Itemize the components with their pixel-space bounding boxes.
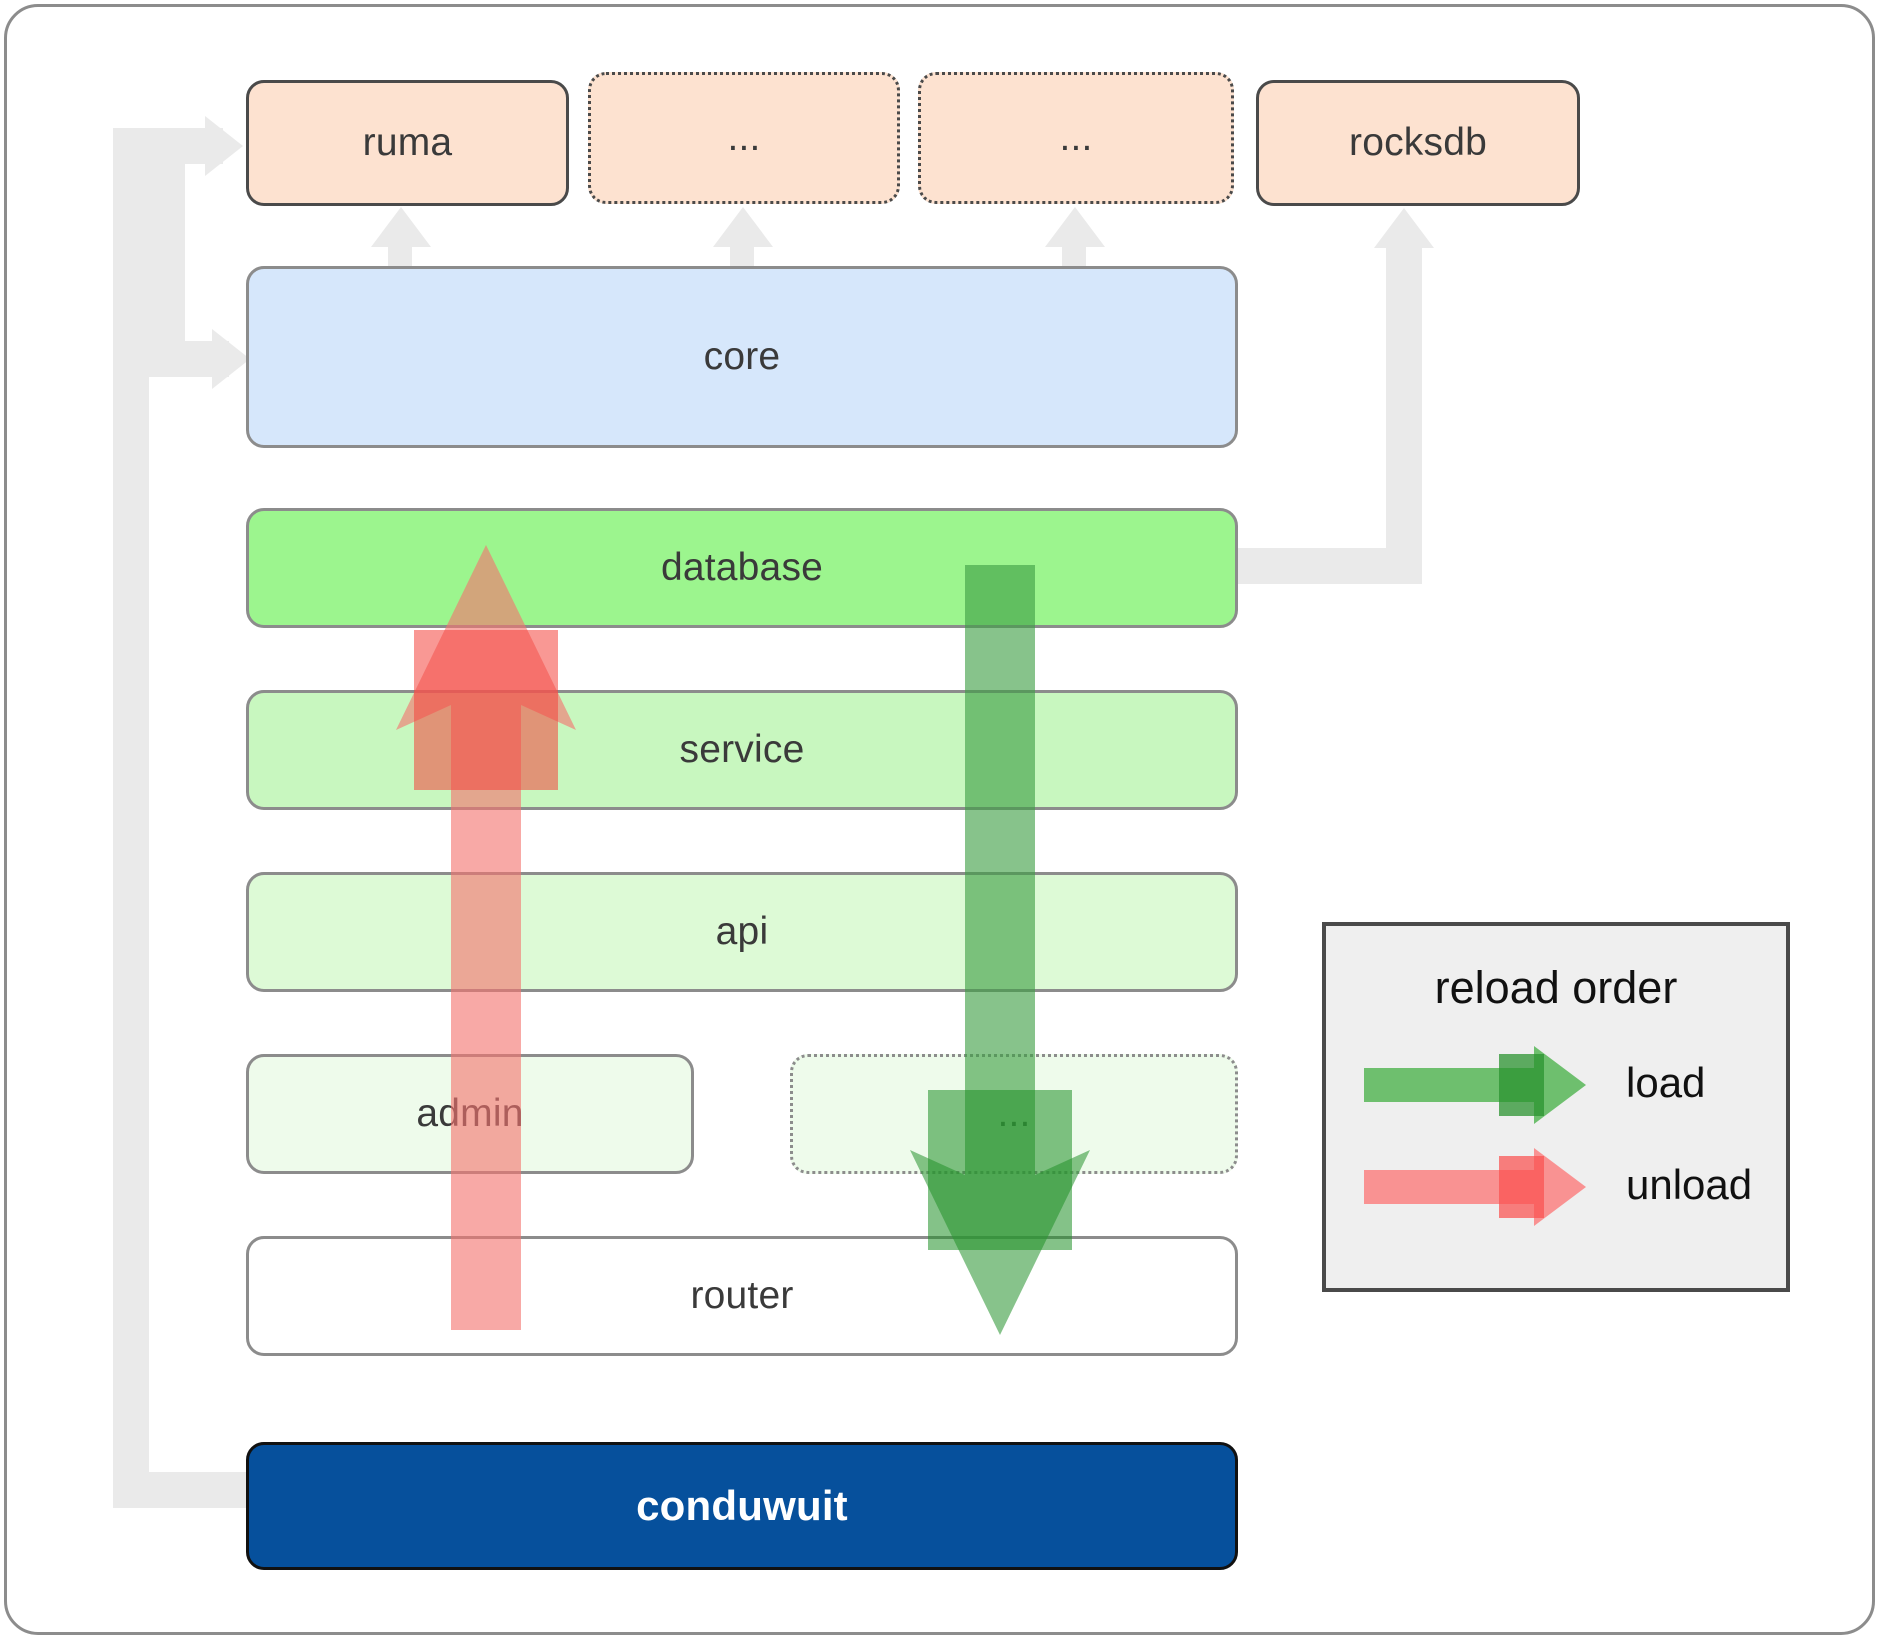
dependency-label: ... <box>1059 116 1093 159</box>
unload-arrow-notch <box>414 630 558 790</box>
unload-arrow-outline <box>396 545 576 1330</box>
load-arrow-notch <box>928 1090 1072 1250</box>
connector-branch-ruma <box>113 128 223 164</box>
connector-arrow-up-ruma <box>371 207 431 247</box>
layer-box-core[interactable]: core <box>246 266 1238 448</box>
unload-flow-arrow <box>386 545 586 1330</box>
layer-label: service <box>679 728 805 771</box>
connector-arrow-up-dots2 <box>1045 207 1105 247</box>
dependency-label: ... <box>727 116 761 159</box>
connector-arrow-up-rocksdb <box>1374 208 1434 248</box>
layer-box-database[interactable]: database <box>246 508 1238 628</box>
legend-panel: reload order load unload <box>1322 922 1790 1292</box>
legend-label-unload: unload <box>1626 1161 1753 1208</box>
connector-arrow-core <box>212 329 250 389</box>
dependency-label: ruma <box>362 121 453 164</box>
dependency-box-ruma[interactable]: ruma <box>246 80 569 206</box>
connector-db-to-rocksdb-vertical <box>1386 248 1422 584</box>
layer-box-api[interactable]: api <box>246 872 1238 992</box>
layer-label: database <box>660 546 824 589</box>
load-arrow-outline <box>910 565 1090 1335</box>
dependency-box-dots-2[interactable]: ... <box>918 72 1234 204</box>
legend-label-load: load <box>1626 1059 1706 1106</box>
legend-title: reload order <box>1434 962 1678 1013</box>
app-label: conduwuit <box>636 1482 848 1529</box>
layer-label: core <box>703 335 781 378</box>
legend-load-arrow <box>1364 1046 1586 1124</box>
legend-load-arrow-shape <box>1364 1046 1586 1124</box>
dependency-label: rocksdb <box>1349 121 1487 164</box>
dependency-box-dots-1[interactable]: ... <box>588 72 900 204</box>
layer-box-router[interactable]: router <box>246 1236 1238 1356</box>
app-box-conduwuit[interactable]: conduwuit <box>246 1442 1238 1570</box>
connector-arrow-ruma <box>205 116 243 176</box>
connector-trunk-vertical <box>113 128 149 1508</box>
legend-unload-arrow <box>1364 1148 1586 1226</box>
legend-load-arrow-notch <box>1499 1054 1544 1116</box>
legend-unload-arrow-notch <box>1499 1156 1544 1218</box>
layer-label: router <box>690 1274 794 1317</box>
dependency-box-rocksdb[interactable]: rocksdb <box>1256 80 1580 206</box>
connector-branch-core-riser <box>149 164 185 377</box>
legend-unload-arrow-shape <box>1364 1148 1586 1226</box>
load-flow-arrow <box>900 565 1100 1335</box>
layer-label: api <box>715 910 769 953</box>
connector-arrow-up-dots1 <box>713 207 773 247</box>
